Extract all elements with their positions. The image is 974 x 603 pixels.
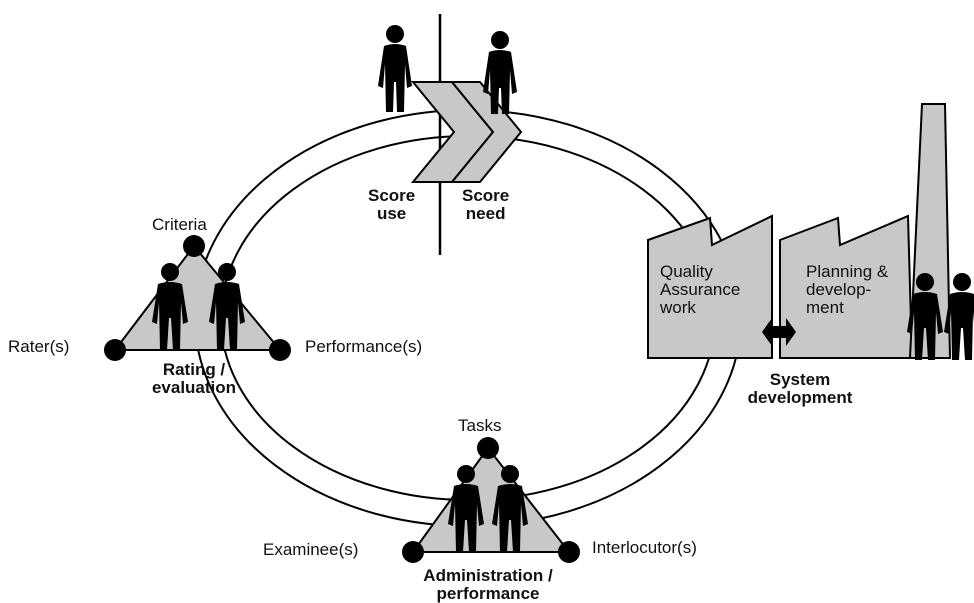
person-icon-developer [944, 273, 974, 360]
administration-performance-title: Administration / performance [423, 566, 553, 603]
planning-development-label: Planning & develop- ment [806, 262, 889, 317]
criteria-label: Criteria [152, 215, 207, 234]
person-icon-rater [152, 263, 188, 350]
score-chevron-icon [410, 81, 523, 183]
score-need-label: Score need [462, 186, 510, 223]
factory-building [647, 103, 952, 359]
examinee-label: Examinee(s) [263, 540, 359, 559]
rating-vertex-criteria [183, 235, 205, 257]
administration-vertex-interlocutor [558, 541, 580, 563]
score-use-label: Score use [368, 186, 416, 223]
double-arrow-icon [762, 318, 796, 346]
factory-left-panel [647, 214, 773, 359]
system-development-title: System development [747, 370, 853, 407]
person-icon-performer [209, 263, 245, 350]
rating-triangle [112, 244, 283, 351]
administration-vertex-tasks [477, 437, 499, 459]
rater-label: Rater(s) [8, 337, 70, 356]
performance-label: Performance(s) [305, 337, 423, 356]
factory-right-panel [779, 214, 914, 359]
rating-evaluation-title: Rating / evaluation [151, 360, 237, 397]
tasks-label: Tasks [458, 416, 502, 435]
rating-vertex-performance [269, 339, 291, 361]
person-icon-score-user [378, 25, 412, 112]
quality-assurance-label: Quality Assurance work [660, 262, 741, 317]
person-icon-score-needer [483, 31, 517, 114]
interlocutor-label: Interlocutor(s) [592, 538, 697, 557]
rating-vertex-rater [104, 339, 126, 361]
person-icon-planner [907, 273, 943, 360]
person-icon-examinee [448, 465, 484, 552]
person-icon-interlocutor [492, 465, 528, 552]
administration-triangle [411, 446, 572, 553]
administration-vertex-examinee [402, 541, 424, 563]
